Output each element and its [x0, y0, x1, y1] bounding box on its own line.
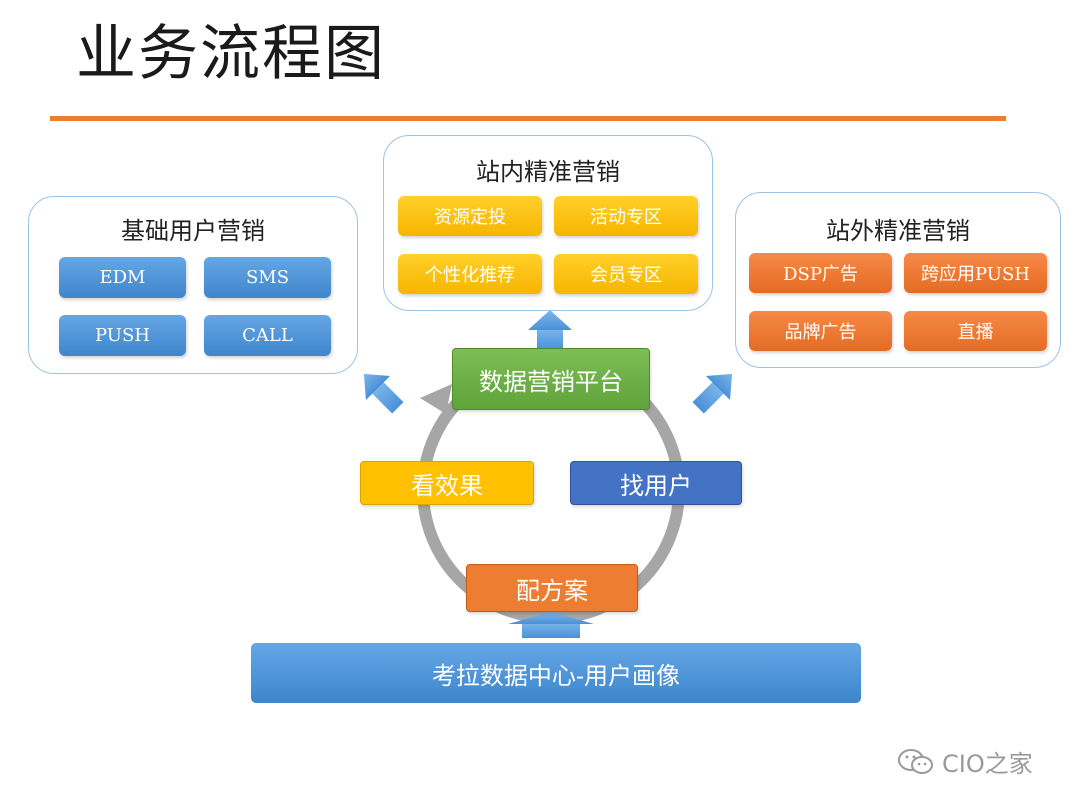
title-divider	[50, 116, 1006, 121]
chip-resource-placement[interactable]: 资源定投	[398, 196, 542, 236]
chip-activity-zone[interactable]: 活动专区	[554, 196, 698, 236]
arrow-up-foundation	[508, 612, 594, 638]
page-title: 业务流程图	[76, 19, 386, 89]
watermark: CIO之家	[896, 744, 1033, 779]
chip-personalized-recommendation[interactable]: 个性化推荐	[398, 254, 542, 294]
wechat-icon	[898, 748, 933, 774]
chip-brand-ads[interactable]: 品牌广告	[749, 311, 892, 351]
ring-arrowhead	[420, 384, 452, 414]
panel-onsite-title: 站内精准营销	[476, 158, 620, 186]
node-plan-scheme[interactable]: 配方案	[466, 564, 638, 612]
chip-cross-app-push[interactable]: 跨应用PUSH	[904, 253, 1047, 293]
panel-basic-title: 基础用户营销	[121, 217, 265, 245]
node-data-marketing-platform[interactable]: 数据营销平台	[452, 348, 650, 410]
arrow-up-right	[692, 373, 733, 414]
chip-sms[interactable]: SMS	[204, 257, 331, 298]
node-find-users[interactable]: 找用户	[570, 461, 742, 505]
panel-basic-marketing: 基础用户营销 EDM SMS PUSH CALL	[28, 196, 358, 374]
chip-edm[interactable]: EDM	[59, 257, 186, 298]
arrow-up-onsite	[528, 310, 572, 350]
foundation-data-center[interactable]: 考拉数据中心-用户画像	[251, 643, 861, 703]
chip-live-stream[interactable]: 直播	[904, 311, 1047, 351]
chip-call[interactable]: CALL	[204, 315, 331, 356]
node-view-results[interactable]: 看效果	[360, 461, 534, 505]
panel-onsite-marketing: 站内精准营销 资源定投 活动专区 个性化推荐 会员专区	[383, 135, 713, 311]
chip-push[interactable]: PUSH	[59, 315, 186, 356]
panel-offsite-marketing: 站外精准营销 DSP广告 跨应用PUSH 品牌广告 直播	[735, 192, 1061, 368]
watermark-text: CIO之家	[942, 750, 1033, 778]
chip-dsp-ads[interactable]: DSP广告	[749, 253, 892, 293]
chip-member-zone[interactable]: 会员专区	[554, 254, 698, 294]
panel-offsite-title: 站外精准营销	[826, 217, 970, 245]
arrow-up-left	[363, 373, 404, 414]
